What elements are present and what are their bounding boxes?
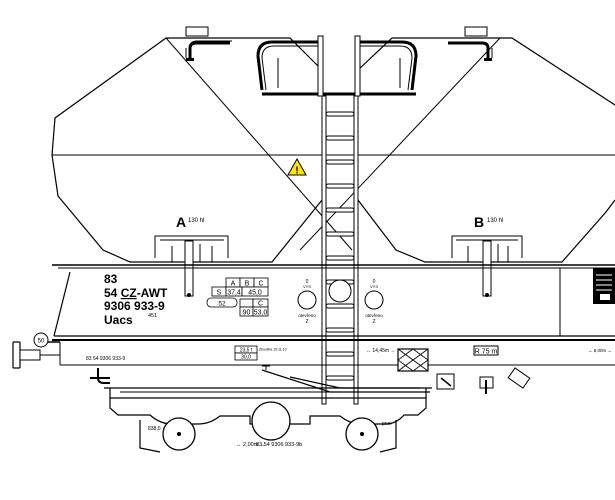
wagon-marking: 83 54 CZ-AWT 9306 933-9 Uacs 451 [104,272,168,327]
tare-value-1: 23,5 t [240,348,253,354]
hatch-right [448,26,493,61]
right-info-plate [593,268,615,304]
valve-left-bottom1: otevřeno [298,313,316,318]
ladder-handwheel-icon [328,279,352,303]
top-platform [256,35,418,97]
ladder-rung [325,231,355,237]
ladder-rung [325,159,355,165]
handle-icon [479,376,494,394]
ladder-rung [325,375,355,381]
valve-right-bottom1: otevřeno [365,313,383,318]
load-header-a: A [231,281,236,288]
compartment-a: A 130 hl [154,214,229,297]
compartment-b-capacity: 130 hl [487,218,503,224]
load-value-1: 37,4 [227,290,241,297]
compartment-a-letter: A [176,214,186,230]
load-limit-table: A B C S 37,4 45,0 52 C 90 53,0 [206,277,269,317]
left-wheel-label: 838,0 [148,426,161,432]
load-header-c2: C [258,301,263,308]
coupling-hook-icon [90,368,110,384]
tare-note: Zkouška 15.11.10 [259,348,287,352]
valve-right: 0 VÝS otevřeno Z [364,279,384,325]
ladder-rail-right [353,95,359,405]
radius-box: R 75 m [473,345,499,356]
speed-code: 52 [218,301,226,308]
buffer-number: 50 [38,339,45,345]
brake-label: ↔ 8,00m ↔ [588,348,612,353]
valve-right-top: 0 [373,279,376,285]
frame-number: 83 54 9306 933-9 [86,356,125,362]
bottom-number: 83 54 9306 933-9b [256,442,302,448]
grid-marker-icon [397,348,429,372]
lever-icon [436,373,455,390]
load-row-label: S [217,290,222,297]
marking-line4: Uacs [104,313,133,327]
marking-line2: 54 CZ-AWT [104,286,168,300]
ladder-rung [325,303,355,309]
load-value-2: 45,0 [248,290,262,297]
ladder-rung [325,135,355,141]
right-wheel-label: pnei [382,421,391,427]
load-header-c: C [258,281,263,288]
compartment-b-letter: B [474,214,484,230]
load-bottom-1: 90 [243,310,251,317]
valve-right-bottom2: Z [372,319,375,325]
marking-line4-sup: 451 [148,313,157,319]
valve-left-sub: VÝS [303,284,311,289]
valve-left: 0 VÝS otevřeno Z [297,279,317,325]
chassis [40,264,615,366]
ladder-rung [325,351,355,357]
ladder-rail-left [321,95,327,405]
tare-box: 23,5 t 30,0 Zkouška 15.11.10 [234,345,287,370]
valve-right-sub: VÝS [370,284,378,289]
ladder-rung [325,207,355,213]
ladder-rung [325,111,355,117]
load-bottom-2: 53,0 [254,310,268,317]
buffer: 50 [12,332,60,369]
marking-line3: 9306 933-9 [104,299,165,313]
valve-left-bottom2: Z [305,319,308,325]
warning-triangle-icon: ! [287,157,307,177]
axle-spacing: ↔ 2,00m ↔ [236,442,265,448]
radius-label: R 75 m [475,349,498,356]
hopper-body [51,37,615,263]
ladder-rung [325,255,355,261]
svg-text:!: ! [295,166,298,177]
ladder-rung [325,183,355,189]
load-header-b: B [245,281,250,288]
bogie: 838,0 pnei ↔ 2,00m ↔ 83 54 9306 933-9b [104,387,432,453]
valve-left-top: 0 [306,279,309,285]
length-label: ↔ 14,45m ↔ [366,348,395,354]
ladder [321,95,359,405]
marking-line1: 83 [104,272,118,286]
compartment-a-capacity: 130 hl [188,218,204,224]
tare-value-2: 30,0 [241,355,251,361]
hatch-left [185,26,232,61]
ladder-rung [325,327,355,333]
compartment-b: B 130 hl [451,214,523,297]
angled-handle-icon [507,367,531,389]
